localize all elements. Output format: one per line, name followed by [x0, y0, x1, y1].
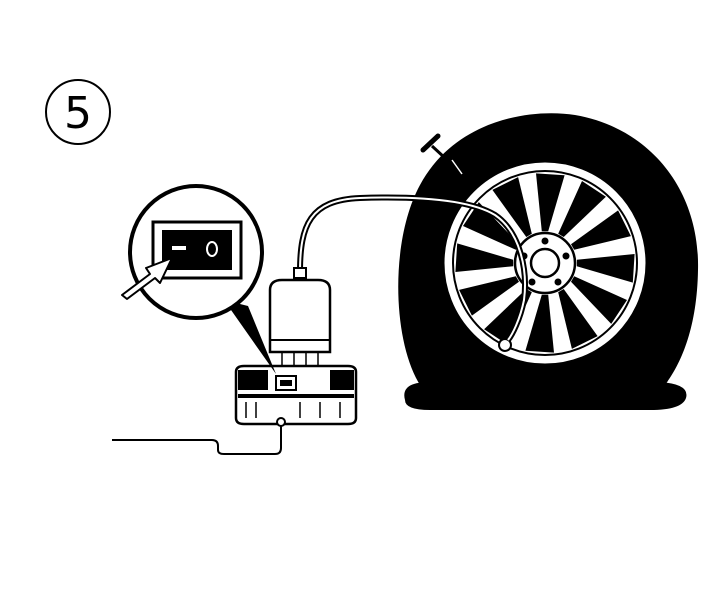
wheel-spoke: [459, 276, 519, 316]
wheel-spoke: [536, 173, 565, 232]
step-number: 5: [64, 88, 92, 139]
inflator-housing: [268, 278, 332, 354]
step-badge: 5: [45, 79, 111, 145]
housing-ribs: [281, 352, 319, 366]
base-left-vent: [238, 370, 268, 390]
wheel-spokes: [455, 173, 635, 353]
nail-tip: [451, 159, 463, 175]
wheel-spoke: [571, 276, 627, 324]
power-cord: [112, 426, 282, 455]
wheel-spoke: [525, 294, 554, 353]
nail-shaft: [430, 144, 460, 172]
wheel-spoke: [484, 289, 532, 345]
cord-port: [276, 417, 286, 427]
wheel-center-cap: [529, 247, 561, 279]
flat-tire: [398, 113, 699, 385]
lug-nut: [541, 237, 549, 245]
wheel-spoke: [455, 243, 514, 272]
wheel-spoke: [463, 202, 519, 250]
callout-pointer: [224, 300, 276, 374]
lug-nut: [528, 278, 536, 286]
base-stripe: [238, 394, 354, 398]
lug-nut: [562, 252, 570, 260]
callout-switch-on-mark: [172, 246, 186, 250]
switch-callout: [121, 184, 276, 374]
wheel-rim-inner-ring: [452, 170, 638, 356]
wheel-spoke: [576, 254, 635, 283]
wheel-spoke: [492, 177, 532, 237]
nail-head: [420, 133, 441, 153]
power-switch-rocker: [280, 380, 292, 386]
nail-icon: [420, 133, 463, 175]
step-circle: [45, 79, 111, 145]
hose-outlet: [293, 267, 307, 279]
wheel-spoke: [558, 289, 598, 349]
wheel-spoke: [571, 210, 631, 250]
press-arrow-icon: [121, 257, 173, 300]
air-hose-highlight: [299, 196, 526, 341]
callout-switch-off-mark: [206, 241, 218, 257]
base-grille: [245, 402, 341, 418]
lug-nut: [554, 278, 562, 286]
hose-connector: [498, 338, 512, 352]
base-right-vent: [330, 370, 354, 390]
wheel-spoke: [558, 181, 606, 237]
tire-ground-shadow: [404, 382, 687, 410]
tire-inflator: [234, 267, 358, 427]
